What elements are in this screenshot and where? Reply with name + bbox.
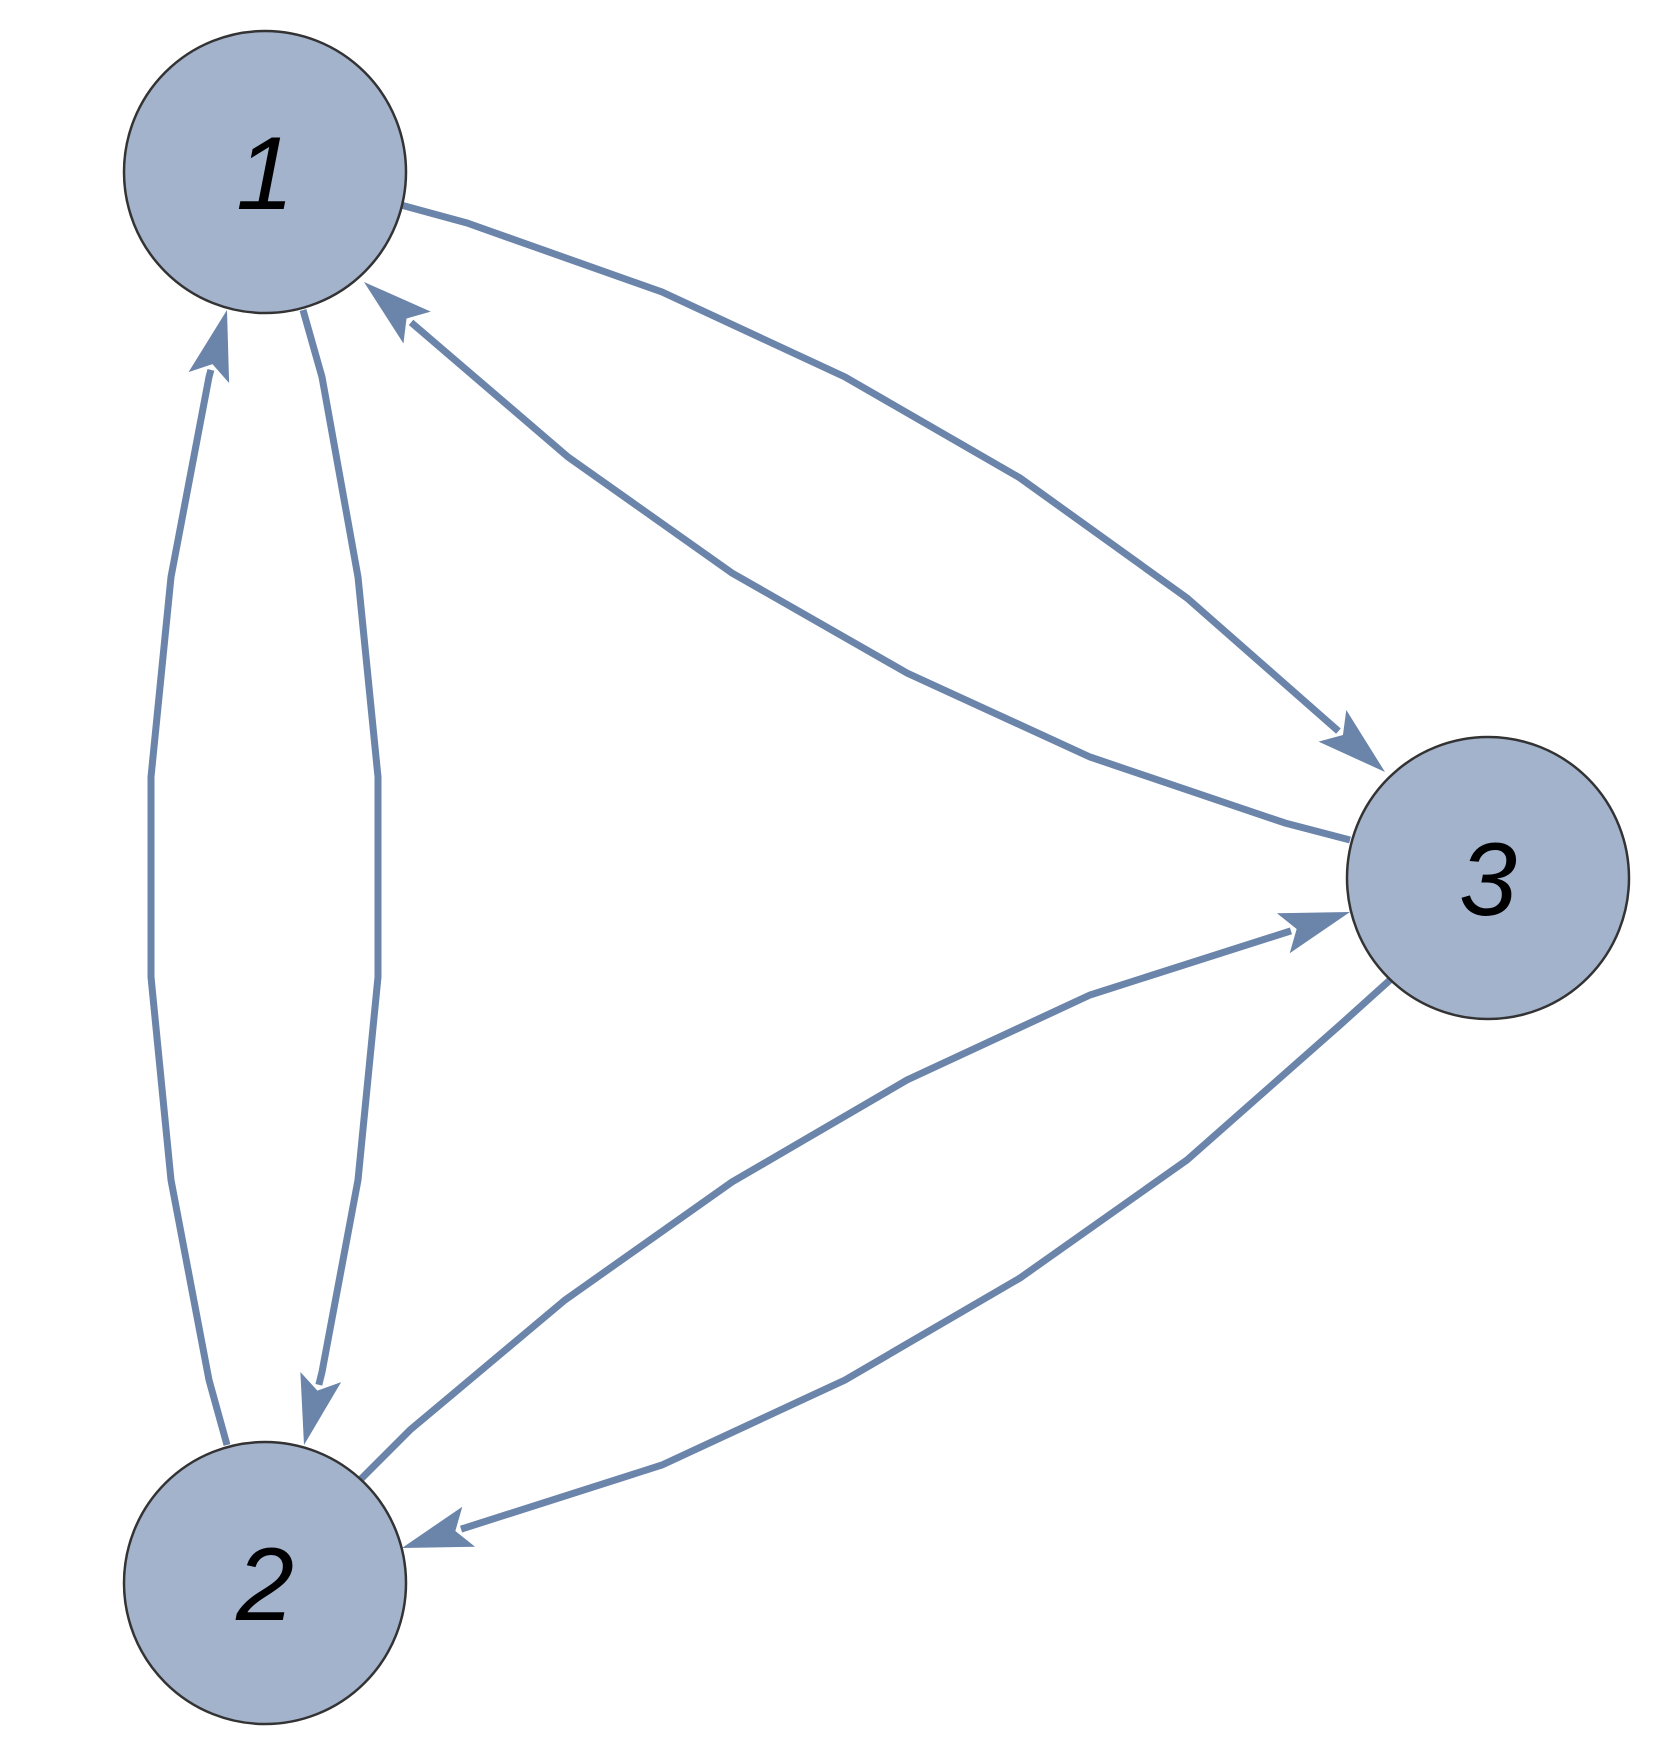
edges-layer	[147, 201, 1393, 1548]
nodes-layer: 1 2 3	[122, 29, 1631, 1726]
edge-line	[459, 977, 1393, 1533]
node-1: 1	[122, 29, 408, 315]
arrowhead	[188, 310, 230, 384]
edge-line	[357, 927, 1293, 1483]
arrowhead	[402, 1506, 476, 1548]
edge-3-to-2	[402, 977, 1393, 1548]
edge-2-to-1	[147, 310, 231, 1446]
edge-2-to-3	[357, 912, 1350, 1483]
edge-line	[408, 319, 1351, 844]
edge-line	[400, 201, 1341, 734]
edge-line	[147, 368, 231, 1446]
node-label: 3	[1459, 822, 1517, 938]
arrowhead	[364, 282, 431, 344]
node-circle	[122, 29, 408, 315]
node-3: 3	[1345, 735, 1631, 1021]
arrowhead	[300, 1372, 342, 1445]
edge-line	[299, 309, 382, 1386]
node-circle	[1345, 735, 1631, 1021]
node-label: 2	[235, 1527, 294, 1643]
node-2: 2	[122, 1440, 408, 1726]
edge-1-to-2	[299, 309, 382, 1445]
arrowhead	[1276, 912, 1350, 954]
arrowhead	[1318, 710, 1385, 772]
edge-3-to-1	[364, 282, 1351, 844]
edge-1-to-3	[400, 201, 1385, 772]
node-circle	[122, 1440, 408, 1726]
node-label: 1	[236, 116, 294, 232]
